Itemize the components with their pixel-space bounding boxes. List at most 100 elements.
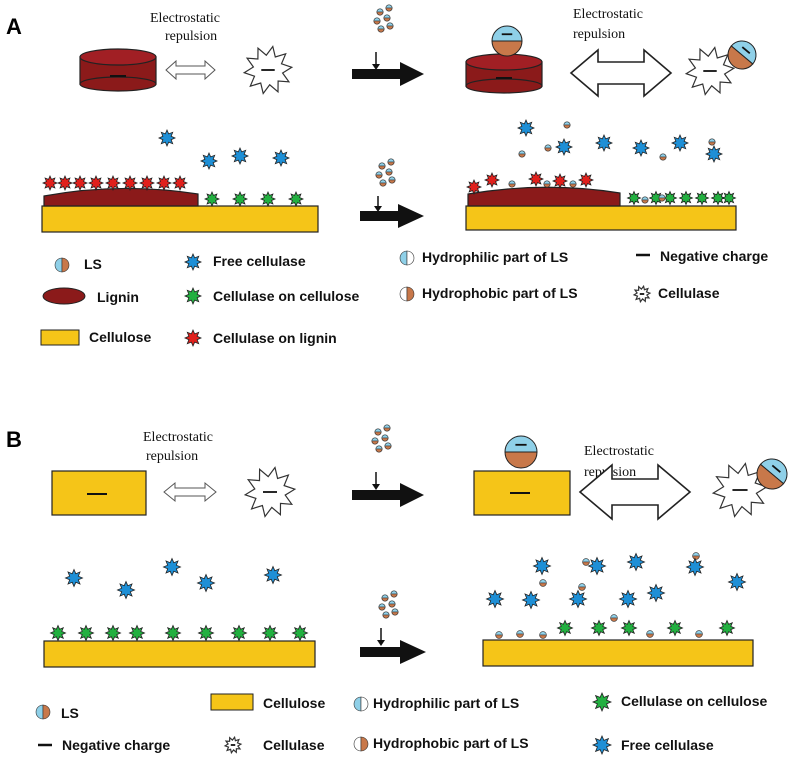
cellulase-on-cellulose	[721, 190, 737, 206]
cellulase-on-cellulose	[230, 624, 248, 642]
free-cellulase	[183, 252, 203, 272]
ls-hydrophobic-half	[386, 25, 394, 30]
ls-hydrophilic-half	[374, 428, 382, 433]
ls-molecule-large	[491, 25, 523, 57]
cellulase-on-cellulose	[232, 191, 248, 207]
cellulase-with-ls-b	[711, 462, 769, 518]
ls-molecule	[379, 179, 387, 187]
ls-hydrophilic-half	[646, 630, 654, 635]
cellulase-on-lignin	[88, 175, 104, 191]
ls-hydrophilic-half	[375, 171, 383, 176]
cellulase-on-cellulose	[694, 190, 710, 206]
reaction-arrow-b-top	[352, 483, 424, 507]
free-cellulase	[594, 133, 614, 153]
cellulase-on-cellulose	[260, 191, 276, 207]
ls-molecule	[371, 437, 379, 445]
repulsion-label-a-left-2: repulsion	[165, 29, 217, 44]
ls-hydrophilic-half	[390, 590, 398, 595]
ls-molecule	[386, 22, 394, 30]
cellulase-on-lignin	[105, 175, 121, 191]
ls-hydrophilic-half	[544, 144, 552, 149]
ls-hydrophobic-half	[379, 182, 387, 187]
cellulase-on-cellulose	[261, 624, 279, 642]
free-cellulase	[646, 583, 666, 603]
ls-hydrophobic-half	[383, 17, 391, 22]
free-cellulase	[626, 552, 646, 572]
legend-icon-cellulose	[210, 693, 254, 711]
ls-hydrophobic-half	[539, 582, 547, 587]
legend-icon-hydrophilic	[399, 250, 415, 266]
ls-hydrophobic-half	[543, 183, 551, 188]
ls-hydrophobic-half	[387, 161, 395, 166]
ls-hydrophilic-half	[399, 286, 408, 302]
ls-molecule	[569, 180, 577, 188]
cellulase-on-lignin	[42, 175, 58, 191]
legend-a-hydrophilic: Hydrophilic part of LS	[422, 249, 568, 265]
ls-hydrophilic-half	[692, 552, 700, 557]
ls-hydrophilic-half	[516, 630, 524, 635]
legend-icon-cellulose	[40, 329, 80, 346]
repulsion-label-a-right-2: repulsion	[573, 27, 625, 42]
ls-molecule	[646, 630, 654, 638]
ls-hydrophobic-half	[646, 633, 654, 638]
ls-hydrophobic-half	[544, 147, 552, 152]
legend-icon-hydrophobic	[353, 736, 369, 752]
ls-molecule	[381, 434, 389, 442]
ls-hydrophobic-half	[563, 124, 571, 129]
ls-molecule	[563, 121, 571, 129]
ls-hydrophobic-half	[516, 633, 524, 638]
ls-hydrophobic-half	[385, 171, 393, 176]
ls-hydrophilic-half	[383, 424, 391, 429]
ls-hydrophobic-half	[582, 561, 590, 566]
legend-b-hydrophobic: Hydrophobic part of LS	[373, 735, 529, 751]
substrate-a-left	[41, 187, 319, 233]
ls-molecule	[383, 424, 391, 432]
ls-molecule	[384, 442, 392, 450]
cellulase-on-cellulose	[104, 624, 122, 642]
repulsion-label-b-left-2: repulsion	[146, 449, 198, 464]
ls-hydrophobic-half	[384, 445, 392, 450]
ls-hydrophobic-half	[578, 586, 586, 591]
ls-hydrophobic-half	[375, 448, 383, 453]
ls-hydrophilic-half	[388, 176, 396, 181]
cellulase-on-cellulose	[662, 190, 678, 206]
ls-hydrophilic-half	[695, 630, 703, 635]
reaction-arrow-b-bottom	[360, 640, 426, 664]
ls-molecule	[377, 25, 385, 33]
ls-molecule	[610, 614, 618, 622]
ls-hydrophobic-half	[374, 431, 382, 436]
ls-hydrophobic-half	[61, 257, 70, 273]
ls-hydrophobic-half	[385, 7, 393, 12]
ls-molecule	[539, 579, 547, 587]
double-arrow-large-b	[578, 463, 692, 521]
ls-molecule	[353, 736, 369, 752]
legend-b-cellulose: Cellulose	[263, 695, 325, 711]
double-arrow-small-b	[163, 481, 217, 503]
ls-hydrophobic-half	[388, 603, 396, 608]
ls-hydrophobic-half	[491, 40, 523, 57]
ls-hydrophilic-half	[563, 121, 571, 126]
free-cellulase	[516, 118, 536, 138]
cellulase-on-cellulose	[556, 619, 574, 637]
cellulase-on-lignin	[552, 173, 568, 189]
cellulase-on-cellulose	[204, 191, 220, 207]
ls-hydrophilic-half	[353, 736, 362, 752]
ls-hydrophobic-half	[381, 597, 389, 602]
ls-molecule	[399, 250, 415, 266]
negative-charge-symbol	[741, 46, 751, 55]
ls-hydrophilic-half	[381, 594, 389, 599]
cellulase-star	[632, 284, 652, 304]
ls-molecule	[376, 8, 384, 16]
ls-molecule	[383, 14, 391, 22]
ls-molecule	[495, 631, 503, 639]
free-cellulase	[532, 556, 552, 576]
ls-molecule	[382, 611, 390, 619]
lignin-disc-left	[79, 48, 157, 92]
ls-hydrophobic-half	[708, 141, 716, 146]
ls-molecule	[54, 257, 70, 273]
ls-cluster-b-bottom	[378, 590, 399, 619]
ls-molecule-on-cellulase-a	[727, 40, 757, 70]
legend-b-hydrophilic: Hydrophilic part of LS	[373, 695, 519, 711]
ls-hydrophobic-half	[727, 45, 754, 70]
